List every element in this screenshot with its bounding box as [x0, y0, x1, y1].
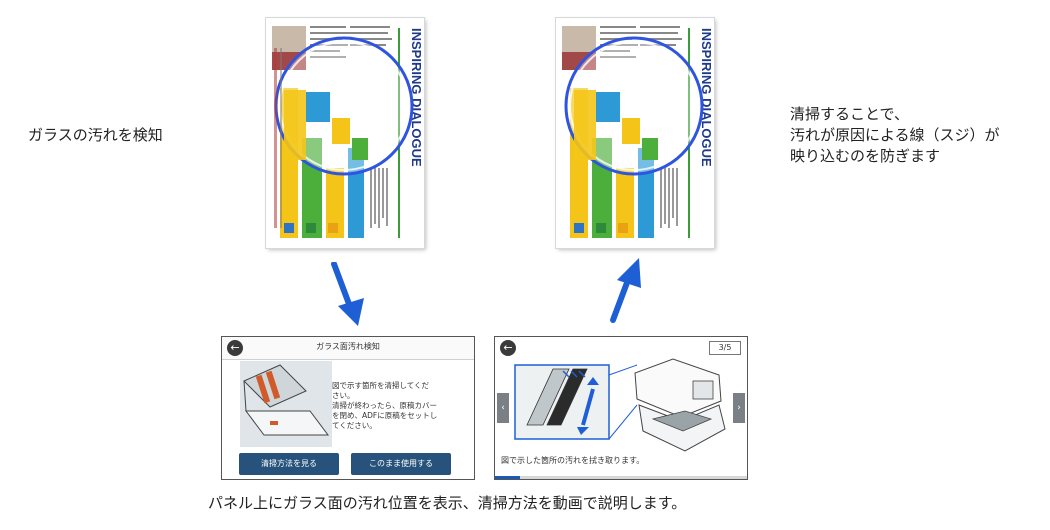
scanner-glass-illustration: [240, 361, 332, 447]
video-progress-fill: [495, 476, 521, 479]
view-cleaning-method-button[interactable]: 清掃方法を見る: [239, 453, 339, 475]
chevron-right-icon: ›: [737, 403, 741, 413]
cleaning-instruction: 図で示した箇所の汚れを拭き取ります。: [501, 456, 645, 465]
instruction-line: 清掃が終わったら、原稿カバー: [332, 401, 437, 410]
next-page-button[interactable]: ›: [733, 393, 745, 423]
cleaning-guide-panel: ← 3/5 図で示した箇所の汚れを拭き取ります。 ‹ ›: [494, 336, 748, 480]
video-progress-bar[interactable]: [495, 476, 747, 479]
continue-using-button[interactable]: このまま使用する: [351, 453, 451, 475]
document-title: INSPIRING DIALOGUE: [699, 28, 714, 167]
cleaning-illustration: [513, 355, 731, 457]
scanned-document-clean: INSPIRING DIALOGUE: [556, 18, 714, 248]
arrow-left-icon: ←: [230, 341, 240, 354]
glass-dirt-detection-panel: ← ガラス面汚れ検知 図で示す箇所を清掃してくだ さい。 清掃が終わったら、原稿…: [221, 336, 475, 480]
instruction-line: を閉め、ADFに原稿をセットし: [332, 411, 438, 420]
instruction-line: てください。: [332, 421, 377, 430]
prevent-caption-line: 汚れが原因による線（スジ）が: [790, 126, 1000, 144]
prevent-caption: 清掃することで、 汚れが原因による線（スジ）が 映り込むのを防ぎます: [790, 104, 1000, 167]
scanned-document-with-streaks: INSPIRING DIALOGUE: [266, 18, 424, 248]
panel-header: ← ガラス面汚れ検知: [222, 337, 474, 360]
prevent-caption-line: 映り込むのを防ぎます: [790, 147, 941, 165]
prevent-caption-line: 清掃することで、: [790, 105, 909, 123]
bottom-caption: パネル上にガラス面の汚れ位置を表示、清掃方法を動画で説明します。: [208, 494, 687, 512]
instruction-line: さい。: [332, 391, 355, 400]
panel-title: ガラス面汚れ検知: [316, 342, 380, 351]
arrow-up-icon: [610, 258, 641, 323]
panel-instructions: 図で示す箇所を清掃してくだ さい。 清掃が終わったら、原稿カバー を閉め、ADF…: [332, 381, 470, 431]
back-button[interactable]: ←: [500, 340, 516, 356]
chevron-left-icon: ‹: [501, 403, 505, 413]
instruction-line: 図で示す箇所を清掃してくだ: [332, 381, 430, 390]
back-button[interactable]: ←: [227, 340, 243, 356]
arrow-down-icon: [331, 262, 364, 326]
previous-page-button[interactable]: ‹: [497, 393, 509, 423]
detect-caption: ガラスの汚れを検知: [28, 126, 163, 144]
arrow-left-icon: ←: [503, 341, 513, 354]
document-title: INSPIRING DIALOGUE: [409, 28, 424, 167]
page-indicator: 3/5: [709, 341, 741, 355]
